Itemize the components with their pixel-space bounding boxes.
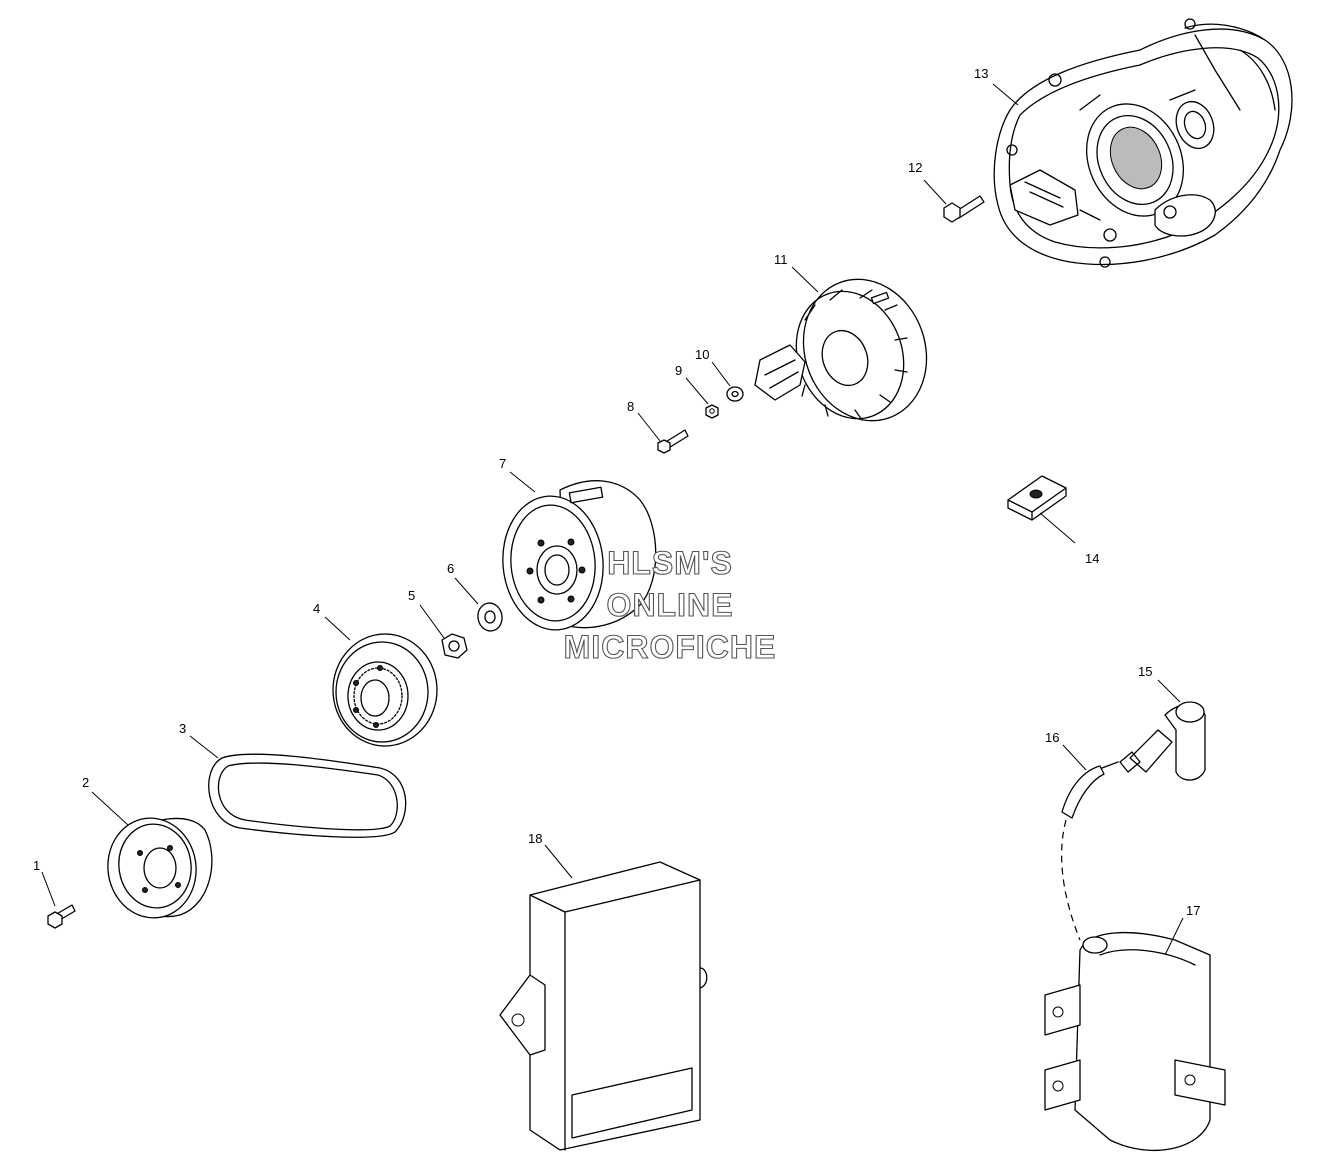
callout-14: 14 (1085, 551, 1099, 566)
part-11-stator (754, 278, 928, 422)
callout-17: 17 (1186, 903, 1200, 918)
callout-2: 2 (82, 775, 89, 790)
callout-7: 7 (499, 456, 506, 471)
part-17-ignition-coil (1044, 932, 1226, 1152)
callout-12: 12 (908, 160, 922, 175)
callout-9: 9 (675, 363, 682, 378)
watermark-line-2: ONLINE (607, 587, 734, 623)
part-3-belt (208, 753, 407, 838)
part-1-bolt (47, 904, 76, 929)
callout-8: 8 (627, 399, 634, 414)
callout-6: 6 (447, 561, 454, 576)
part-14-clip (1007, 475, 1067, 521)
callout-4: 4 (313, 601, 320, 616)
part-15-plug-cap (1119, 701, 1206, 781)
watermark-line-3: MICROFICHE (564, 629, 777, 665)
callout-3: 3 (179, 721, 186, 736)
part-2-drive-hub (107, 817, 213, 919)
callout-16: 16 (1045, 730, 1059, 745)
part-16-wire (1061, 761, 1119, 941)
callout-15: 15 (1138, 664, 1152, 679)
callout-10: 10 (695, 347, 709, 362)
callout-labels: 1 2 3 4 5 6 7 8 9 10 11 12 13 14 15 16 1… (33, 66, 1200, 918)
part-8-screw (657, 429, 689, 454)
callout-1: 1 (33, 858, 40, 873)
part-10-washer (726, 386, 744, 402)
part-7-flywheel (502, 480, 657, 631)
callout-11: 11 (774, 252, 788, 267)
part-9-nut (705, 404, 719, 419)
part-12-bolt (943, 195, 985, 223)
callout-18: 18 (528, 831, 542, 846)
watermark: HLSM'S ONLINE MICROFICHE (563, 544, 777, 665)
part-4-starter-gear (332, 633, 438, 747)
leader-lines (41, 83, 1184, 956)
callout-5: 5 (408, 588, 415, 603)
watermark-line-1: HLSM'S (607, 545, 733, 581)
part-13-housing (993, 18, 1293, 268)
part-5-nut (441, 633, 468, 659)
part-18-cdi-box (499, 861, 708, 1151)
callout-13: 13 (974, 66, 988, 81)
part-6-washer (477, 602, 503, 632)
